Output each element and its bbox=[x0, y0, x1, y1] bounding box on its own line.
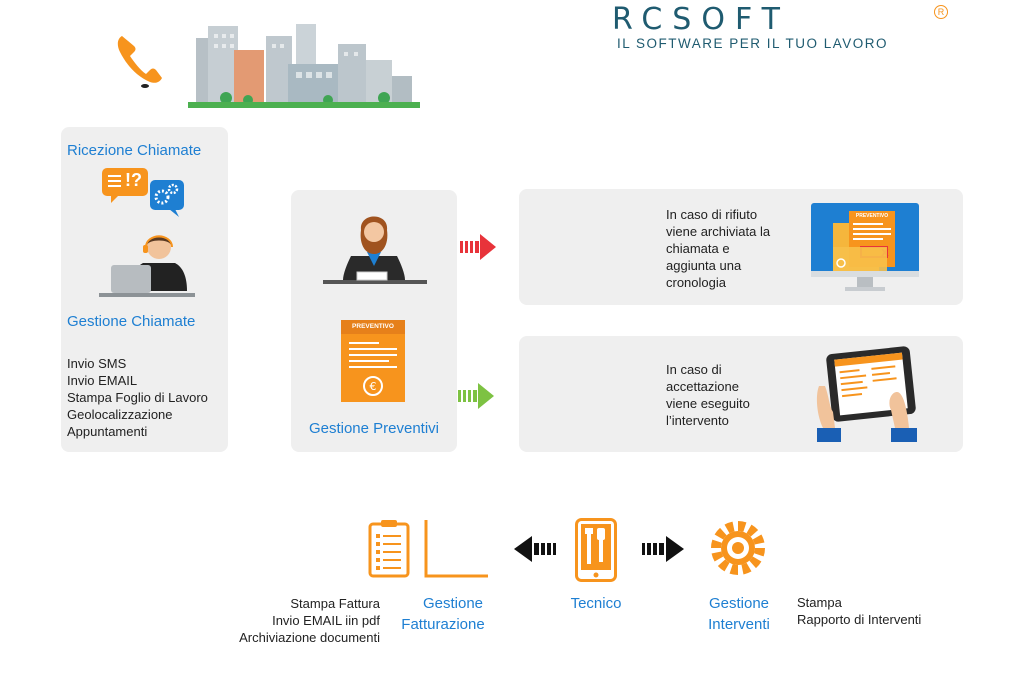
registered-mark-icon: R bbox=[934, 5, 948, 19]
feature-email: Invio EMAIL bbox=[67, 373, 138, 388]
operator-headset-illustration bbox=[97, 229, 197, 299]
folder-doc-label: PREVENTIVO bbox=[855, 213, 889, 219]
rejection-line-3: chiamata e bbox=[666, 241, 730, 256]
interventions-feature-print: Stampa bbox=[797, 595, 842, 610]
speech-bubble-icon: !? bbox=[101, 167, 151, 205]
feature-print-worksheet: Stampa Foglio di Lavoro bbox=[67, 390, 208, 405]
archived-folder-monitor-icon: X PREVENTIVO bbox=[809, 201, 921, 297]
quote-management-panel: € PREVENTIVO Gestione Preventivi bbox=[291, 190, 457, 452]
rejection-line-1: In caso di rifiuto bbox=[666, 207, 758, 222]
feature-geolocation: Geolocalizzazione bbox=[67, 407, 173, 422]
rejection-line-5: cronologia bbox=[666, 275, 726, 290]
acceptance-line-3: viene eseguito bbox=[666, 396, 750, 411]
right-arrow-icon bbox=[640, 534, 686, 564]
quote-doc-header: PREVENTIVO bbox=[352, 323, 394, 330]
woman-at-desk-illustration bbox=[321, 208, 427, 290]
billing-feature-archive: Archiviazione documenti bbox=[239, 630, 380, 645]
svg-text:€: € bbox=[370, 380, 377, 393]
interventions-feature-report: Rapporto di Interventi bbox=[797, 612, 922, 627]
feature-appointments: Appuntamenti bbox=[67, 424, 148, 439]
rcsoft-logo: RCSOFT R bbox=[612, 2, 962, 37]
phone-icon bbox=[112, 30, 168, 90]
logo-text: RCSOFT bbox=[612, 2, 791, 37]
left-arrow-icon bbox=[512, 534, 558, 564]
bubble-text: !? bbox=[125, 170, 142, 190]
clipboard-icon bbox=[368, 520, 410, 578]
interventions-title-line-2: Interventi bbox=[708, 616, 770, 633]
billing-feature-email-pdf: Invio EMAIL iin pdf bbox=[272, 613, 380, 628]
billing-feature-print-invoice: Stampa Fattura bbox=[290, 596, 380, 611]
call-management-title: Gestione Chiamate bbox=[67, 313, 196, 330]
billing-title-line-1: Gestione bbox=[422, 595, 484, 612]
brand-tagline: IL SOFTWARE PER IL TUO LAVORO bbox=[617, 36, 889, 51]
rejection-line-4: aggiunta una bbox=[666, 258, 742, 273]
quote-management-title: Gestione Preventivi bbox=[308, 420, 440, 437]
city-skyline-illustration bbox=[188, 20, 420, 108]
invoice-corner-icon bbox=[424, 520, 488, 578]
gear-icon bbox=[706, 516, 770, 580]
red-arrow-icon bbox=[458, 232, 498, 262]
acceptance-line-4: l’intervento bbox=[666, 413, 729, 428]
rejection-panel: In caso di rifiuto viene archiviata la c… bbox=[519, 189, 963, 305]
gears-bubble-icon bbox=[149, 179, 185, 219]
rejection-line-2: viene archiviata la bbox=[666, 224, 771, 239]
call-reception-title: Ricezione Chiamate bbox=[67, 142, 202, 159]
call-management-panel: Ricezione Chiamate !? Gestione bbox=[61, 127, 228, 452]
acceptance-panel: In caso di accettazione viene eseguito l… bbox=[519, 336, 963, 452]
acceptance-line-2: accettazione bbox=[666, 379, 739, 394]
billing-title-line-2: Fatturazione bbox=[401, 616, 485, 633]
quote-document-icon: € PREVENTIVO bbox=[341, 320, 405, 402]
feature-sms: Invio SMS bbox=[67, 356, 127, 371]
technician-title: Tecnico bbox=[570, 595, 622, 612]
green-arrow-icon bbox=[456, 381, 496, 411]
interventions-title-line-1: Gestione bbox=[708, 595, 770, 612]
technician-tools-icon bbox=[575, 518, 617, 582]
acceptance-line-1: In caso di bbox=[666, 362, 722, 377]
hands-tablet-icon bbox=[811, 346, 923, 446]
